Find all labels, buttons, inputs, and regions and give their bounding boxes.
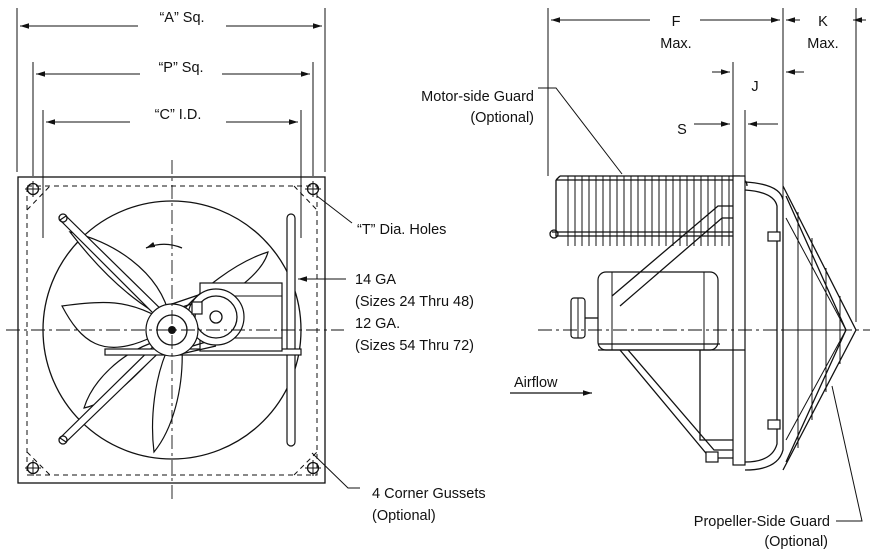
gussets-label: 4 Corner Gussets xyxy=(372,486,486,502)
venturi-housing xyxy=(744,181,784,471)
prop-guard-optional-label: (Optional) xyxy=(764,534,828,550)
holes-label: “T” Dia. Holes xyxy=(357,222,446,238)
side-view xyxy=(510,6,870,522)
sizes-54-72-label: (Sizes 54 Thru 72) xyxy=(355,338,474,354)
motor-guard-optional-label: (Optional) xyxy=(470,110,534,126)
dim-c-label: “C” I.D. xyxy=(155,107,202,123)
dim-p-label: “P” Sq. xyxy=(158,60,203,76)
dim-f-max-label: Max. xyxy=(660,36,691,52)
motor-guard-label: Motor-side Guard xyxy=(421,89,534,105)
gussets-leader xyxy=(311,452,360,489)
dim-a-label: “A” Sq. xyxy=(159,10,204,26)
holes-leader xyxy=(316,195,353,224)
gauge-12-label: 12 GA. xyxy=(355,316,400,332)
dim-f-label: F xyxy=(672,14,681,30)
gussets-optional-label: (Optional) xyxy=(372,508,436,524)
dim-j-label: J xyxy=(751,79,758,95)
motor-side-guard xyxy=(549,175,748,246)
side-brackets xyxy=(598,205,745,463)
dim-s-label: S xyxy=(677,122,687,138)
dim-k-label: K xyxy=(818,14,828,30)
dim-k-max-label: Max. xyxy=(807,36,838,52)
support-straps xyxy=(58,213,175,445)
motor-guard-leader xyxy=(538,87,623,175)
sizes-24-48-label: (Sizes 24 Thru 48) xyxy=(355,294,474,310)
rotation-arrow xyxy=(145,242,183,249)
corner-holes xyxy=(25,181,321,476)
front-view xyxy=(6,8,360,500)
prop-guard-leader xyxy=(831,385,863,522)
gauge-14-label: 14 GA xyxy=(355,272,396,288)
prop-guard-label: Propeller-Side Guard xyxy=(694,514,830,530)
side-motor xyxy=(597,271,719,351)
propeller-side-guard xyxy=(767,185,857,471)
labels: “A” Sq. “P” Sq. “C” I.D. “T” Dia. Holes … xyxy=(155,10,839,550)
airflow-label: Airflow xyxy=(514,375,558,391)
panel-flange xyxy=(732,175,746,466)
